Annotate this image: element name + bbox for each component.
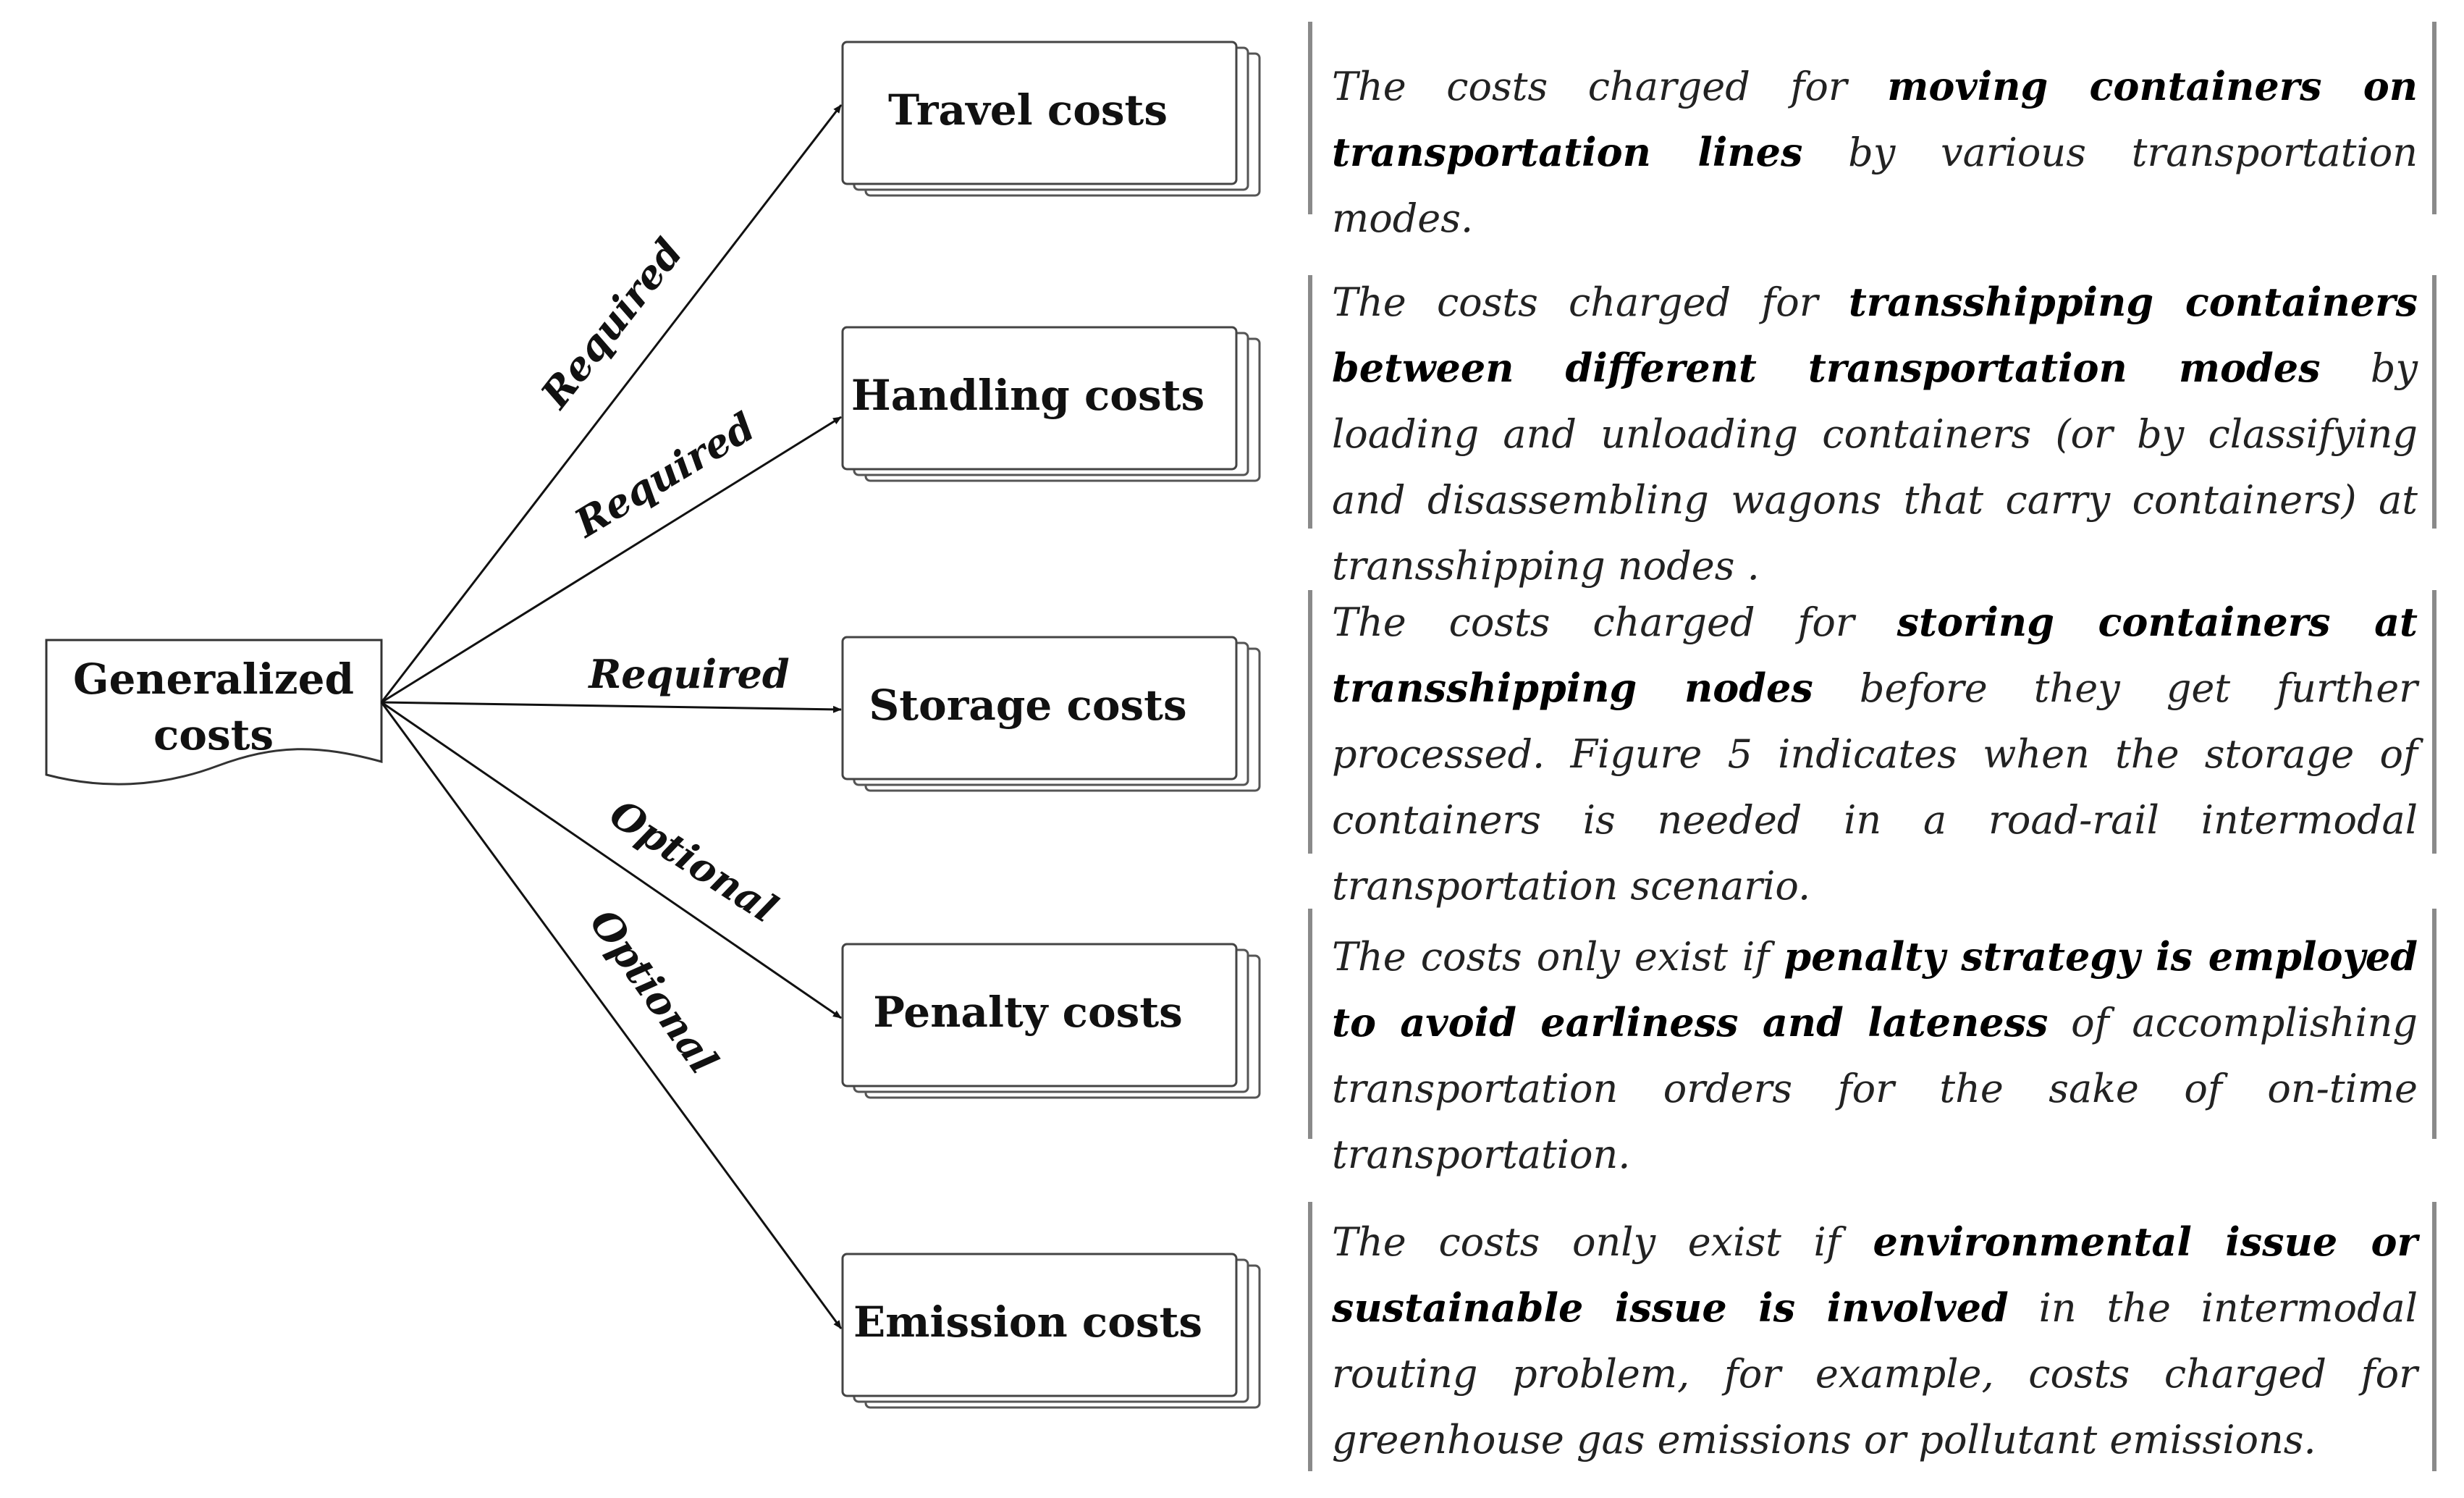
edge-label-storage: Required <box>587 651 789 697</box>
travel-desc-right-bar <box>2432 22 2436 214</box>
edge-label-travel: Required <box>531 230 691 418</box>
description-text: by various transportation modes. <box>1332 130 2418 241</box>
penalty-desc-right-bar <box>2432 909 2436 1139</box>
root-label-line1: Generalized <box>73 655 354 704</box>
description-text: in the intermodal routing problem, for e… <box>1332 1285 2418 1463</box>
storage-costs-label: Storage costs <box>869 681 1186 730</box>
penalty-costs-label: Penalty costs <box>873 988 1183 1037</box>
arrow-storage <box>381 701 842 713</box>
storage-desc-right-bar <box>2432 590 2436 854</box>
arrow-travel <box>380 104 843 703</box>
penalty-desc-left-bar <box>1308 909 1312 1139</box>
handling-costs-description: The costs charged for transshipping cont… <box>1332 269 2418 599</box>
travel-desc-left-bar <box>1308 22 1312 214</box>
emission-costs-box: Emission costs <box>841 1253 1261 1409</box>
emission-costs-label: Emission costs <box>853 1297 1202 1347</box>
arrow-penalty <box>381 701 842 1019</box>
handling-costs-box: Handling costs <box>841 326 1261 482</box>
description-text: The costs charged for <box>1332 64 1888 109</box>
description-text: The costs charged for <box>1332 599 1897 645</box>
emission-costs-description: The costs only exist if environmental is… <box>1332 1209 2418 1473</box>
penalty-costs-description: The costs only exist if penalty strategy… <box>1332 924 2418 1187</box>
description-text: before they get further processed. Figur… <box>1332 665 2418 909</box>
edge-label-emission: Optional <box>581 901 727 1082</box>
edge-label-penalty: Optional <box>602 790 785 932</box>
description-emphasis: storing containers at transshipping node… <box>1332 599 2418 711</box>
description-emphasis: transshipping containers between differe… <box>1332 279 2418 391</box>
description-emphasis: environmental issue or sustainable issue… <box>1332 1219 2418 1331</box>
travel-costs-box: Travel costs <box>841 41 1261 197</box>
storage-costs-box: Storage costs <box>841 636 1261 792</box>
handling-costs-label: Handling costs <box>851 371 1204 420</box>
arrow-emission <box>380 702 843 1329</box>
storage-costs-description: The costs charged for storing containers… <box>1332 589 2418 919</box>
handling-desc-right-bar <box>2432 275 2436 529</box>
description-emphasis: moving containers on transportation line… <box>1332 63 2418 175</box>
travel-costs-label: Travel costs <box>888 85 1168 135</box>
description-text: The costs only exist if <box>1332 934 1784 980</box>
handling-desc-left-bar <box>1308 275 1312 529</box>
description-emphasis: penalty strategy is employed to avoid ea… <box>1332 933 2418 1045</box>
description-text: by loading and unloading containers (or … <box>1332 345 2418 589</box>
description-text: The costs only exist if <box>1332 1219 1873 1265</box>
arrows <box>380 104 843 1329</box>
storage-desc-left-bar <box>1308 590 1312 854</box>
description-text: of accomplishing transportation orders f… <box>1332 1000 2418 1177</box>
root-label-line2: costs <box>153 710 274 759</box>
emission-desc-left-bar <box>1308 1202 1312 1471</box>
emission-desc-right-bar <box>2432 1202 2436 1471</box>
arrow-handling <box>381 416 842 704</box>
description-text: The costs charged for <box>1332 279 1849 325</box>
generalized-costs-node: Generalized costs <box>45 639 383 786</box>
penalty-costs-box: Penalty costs <box>841 943 1261 1099</box>
travel-costs-description: The costs charged for moving containers … <box>1332 54 2418 251</box>
